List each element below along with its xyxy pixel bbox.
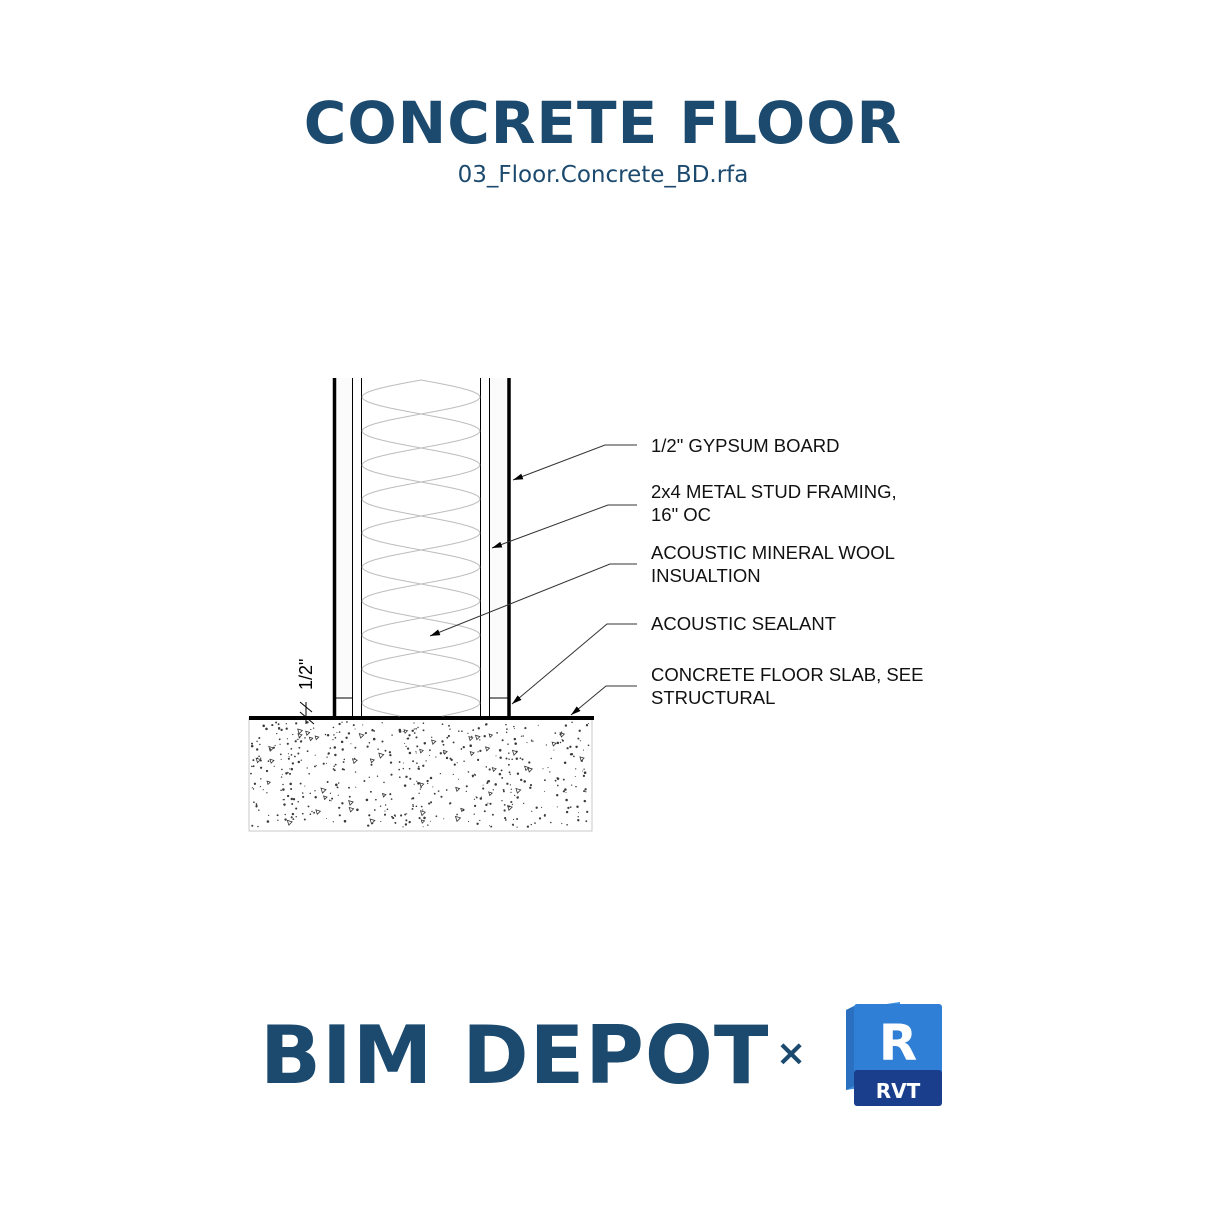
- concrete-aggregate-pattern: [250, 721, 590, 828]
- mineral-wool-insulation: [361, 379, 481, 717]
- page-title: CONCRETE FLOOR: [303, 89, 903, 157]
- logo-text: RVT: [876, 1079, 921, 1103]
- label-insulation-line1: ACOUSTIC MINERAL WOOL: [651, 542, 895, 563]
- label-stud-framing-line2: 16" OC: [651, 504, 711, 525]
- times-separator: ×: [776, 1033, 807, 1074]
- file-name: 03_Floor.Concrete_BD.rfa: [457, 162, 749, 188]
- dimension-label: 1/2": [296, 659, 316, 690]
- label-gypsum-board: 1/2" GYPSUM BOARD: [651, 435, 840, 456]
- leader-gypsum: [512, 444, 637, 481]
- wall-assembly: [332, 378, 511, 718]
- gypsum-board-left: [335, 378, 353, 696]
- leader-slab: [570, 685, 637, 716]
- leader-insulation: [429, 563, 637, 637]
- revit-logo: R RVT: [846, 1002, 942, 1106]
- annotation-labels: 1/2" GYPSUM BOARD 2x4 METAL STUD FRAMING…: [651, 435, 923, 708]
- logo-letter: R: [879, 1014, 918, 1072]
- dimension-marker: 1/2": [296, 659, 316, 725]
- label-slab-line2: STRUCTURAL: [651, 687, 775, 708]
- brand-name: BIM DEPOT: [260, 1009, 770, 1102]
- label-slab-line1: CONCRETE FLOOR SLAB, SEE: [651, 664, 923, 685]
- leader-lines: [429, 444, 637, 716]
- gypsum-board-right: [490, 378, 508, 696]
- label-stud-framing-line1: 2x4 METAL STUD FRAMING,: [651, 481, 897, 502]
- leader-stud: [491, 504, 637, 549]
- leader-sealant: [511, 623, 637, 705]
- concrete-slab: [248, 716, 594, 832]
- label-sealant: ACOUSTIC SEALANT: [651, 613, 836, 634]
- label-insulation-line2: INSUALTION: [651, 565, 761, 586]
